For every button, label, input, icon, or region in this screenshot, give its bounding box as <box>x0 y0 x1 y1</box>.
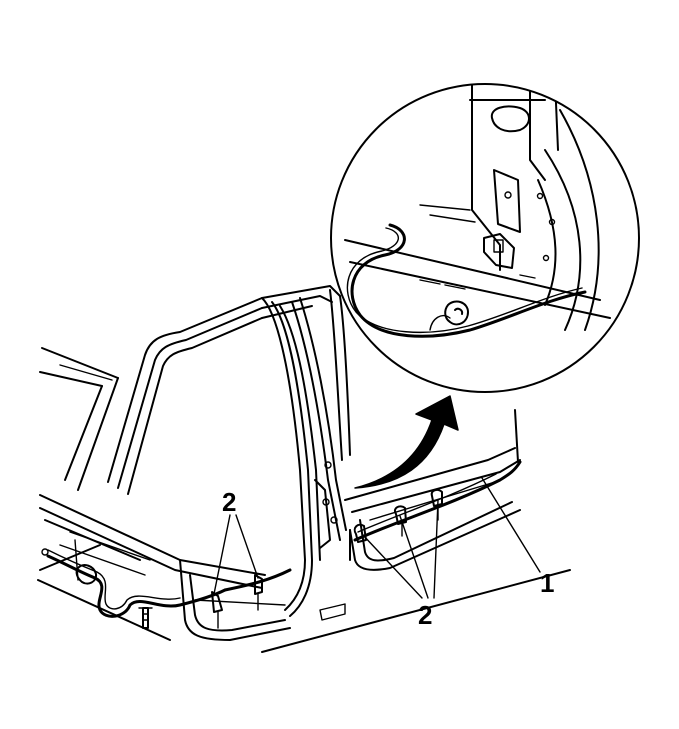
leader-lines <box>213 477 541 599</box>
leader-2-right-b <box>399 515 429 599</box>
leader-2-left-a <box>213 514 231 595</box>
curved-arrow-icon <box>354 395 459 489</box>
detail-view <box>330 83 640 393</box>
callout-2-left: 2 <box>222 487 236 517</box>
leader-2-right-a <box>361 533 423 599</box>
detail-contents <box>344 84 611 338</box>
callout-1: 1 <box>540 568 554 598</box>
vehicle-body <box>37 285 571 653</box>
wiring-harness <box>41 460 522 629</box>
leader-1 <box>481 477 541 573</box>
leader-2-right-c <box>433 499 439 599</box>
callout-2-right: 2 <box>418 600 432 630</box>
detail-circle-border <box>330 83 640 393</box>
leader-2-left-b <box>235 514 259 579</box>
